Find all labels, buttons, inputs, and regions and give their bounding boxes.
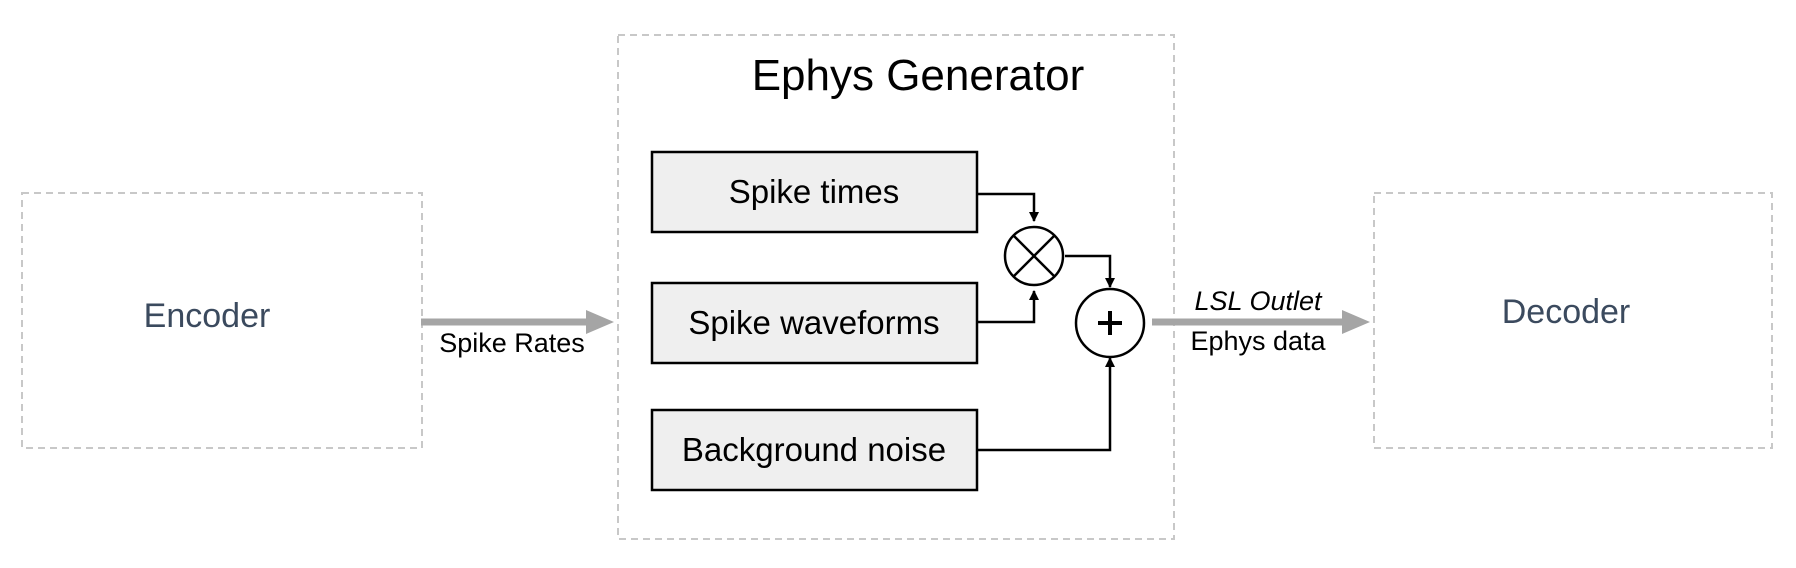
spike-waveforms-to-multiply-wire: [977, 290, 1039, 324]
spike-times-block: Spike times: [650, 150, 979, 234]
spike-times-box: [650, 150, 979, 234]
ephys-data-edge: LSL Outlet Ephys data: [1152, 286, 1370, 356]
encoder-node: Encoder: [21, 192, 423, 449]
background-noise-block: Background noise: [650, 408, 979, 492]
decoder-node: Decoder: [1373, 192, 1773, 449]
add-operator-icon: [1074, 287, 1146, 359]
encoder-label: Encoder: [144, 297, 271, 335]
multiply-operator-icon: [1003, 225, 1065, 287]
lsl-outlet-label: LSL Outlet: [1194, 286, 1323, 316]
decoder-label: Decoder: [1502, 293, 1631, 331]
ephys-generator-node: Ephys Generator Spike times Spike wavefo…: [617, 34, 1175, 540]
multiply-cross-b: [1012, 234, 1056, 278]
spike-waveforms-label: Spike waveforms: [688, 304, 939, 341]
ephys-data-arrow-head: [1342, 310, 1370, 334]
spike-rates-arrow-head: [586, 310, 614, 334]
spike-rates-edge: Spike Rates: [421, 310, 614, 358]
spike-times-label: Spike times: [729, 173, 900, 210]
generator-border: [617, 34, 1175, 540]
spike-times-to-multiply-wire: [977, 192, 1039, 222]
encoder-border: [21, 192, 423, 449]
background-noise-label: Background noise: [682, 431, 946, 468]
multiply-to-add-wire: [1065, 254, 1115, 288]
spike-waveforms-box: [650, 281, 979, 365]
decoder-border: [1373, 192, 1773, 449]
noise-to-add-wire: [977, 357, 1115, 452]
spike-waveforms-block: Spike waveforms: [650, 281, 979, 365]
spike-rates-label: Spike Rates: [439, 328, 585, 358]
ephys-data-label: Ephys data: [1190, 326, 1326, 356]
generator-title: Ephys Generator: [752, 51, 1085, 100]
background-noise-box: [650, 408, 979, 492]
